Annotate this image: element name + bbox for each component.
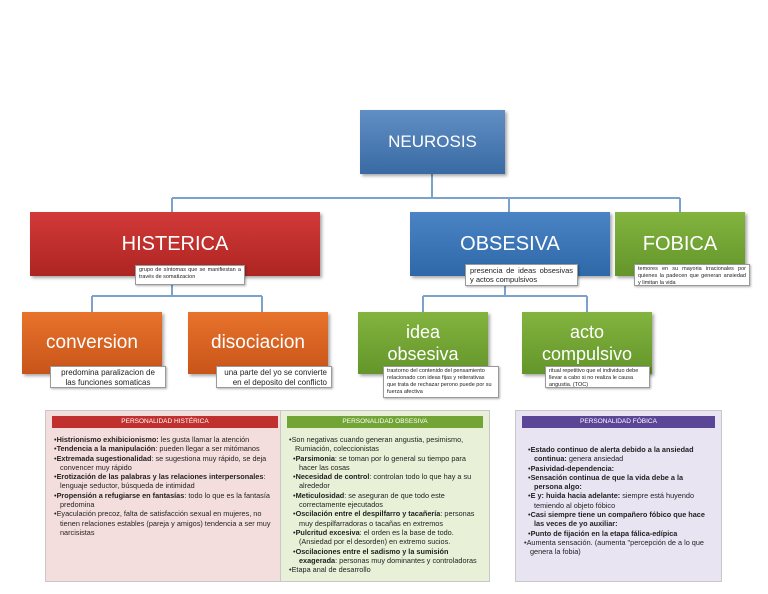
panel-histerica-item: Propensión a refugiarse en fantasías: to…	[54, 491, 276, 510]
conversion-note: predomina paralizacion de las funciones …	[50, 366, 166, 388]
panel-obsesiva-item: Meticulosidad: se aseguran de que todo e…	[289, 491, 481, 510]
obsesiva-label: OBSESIVA	[460, 232, 560, 255]
acto-compulsivo-label: acto compulsivo	[541, 322, 633, 364]
panel-fobica: PERSONALIDAD FÓBICA Estado continuo de a…	[515, 410, 722, 582]
panel-histerica-item: Eyaculación precoz, falta de satisfacció…	[54, 509, 276, 537]
panel-obsesiva-item: Oscilación entre el despilfarro y tacañe…	[289, 509, 481, 528]
panel-fobica-title: PERSONALIDAD FÓBICA	[522, 416, 715, 428]
panel-fobica-item: Sensación continua de que la vida debe a…	[524, 473, 713, 492]
histerica-note: grupo de síntomas que se manifiestan a t…	[135, 265, 245, 285]
panel-fobica-item: Aumenta sensación. (aumenta "percepción …	[524, 538, 713, 557]
idea-obsesiva-note: trastorno del contenido del pensamiento …	[383, 366, 499, 398]
panel-histerica-item: Erotización de las palabras y las relaci…	[54, 472, 276, 491]
panel-histerica-list: Histrionismo exhibicionismo: les gusta l…	[54, 435, 276, 537]
panel-fobica-item: Pasividad-dependencia:	[524, 464, 713, 473]
disociacion-node: disociacion	[188, 312, 328, 374]
panel-histerica-item: Histrionismo exhibicionismo: les gusta l…	[54, 435, 276, 444]
panel-obsesiva-list: Son negativas cuando generan angustia, p…	[289, 435, 481, 574]
panel-obsesiva-item: Son negativas cuando generan angustia, p…	[289, 435, 481, 454]
panel-fobica-list: Estado continuo de alerta debido a la an…	[524, 445, 713, 557]
panel-histerica-title: PERSONALIDAD HISTÉRICA	[52, 416, 278, 428]
neurosis-label: NEUROSIS	[388, 132, 477, 151]
disociacion-label: disociacion	[211, 332, 305, 353]
panel-obsesiva-item: Pulcritud excesiva: el orden es la base …	[289, 528, 481, 547]
panel-histerica: PERSONALIDAD HISTÉRICA Histrionismo exhi…	[45, 410, 285, 582]
fobica-note: temores en su mayoria irracionales por q…	[634, 264, 750, 286]
panel-obsesiva-item: Oscilaciones entre el sadismo y la sumis…	[289, 547, 481, 566]
panel-obsesiva: PERSONALIDAD OBSESIVA Son negativas cuan…	[280, 410, 490, 582]
panel-obsesiva-item: Necesidad de control: controlan todo lo …	[289, 472, 481, 491]
panel-obsesiva-title: PERSONALIDAD OBSESIVA	[287, 416, 483, 428]
panel-obsesiva-item: Parsimonia: se toman por lo general su t…	[289, 454, 481, 473]
panel-fobica-item: Casi siempre tiene un compañero fóbico q…	[524, 510, 713, 529]
acto-compulsivo-node: acto compulsivo	[522, 312, 652, 374]
panel-obsesiva-item: Etapa anal de desarrollo	[289, 565, 481, 574]
panel-fobica-item: Estado continuo de alerta debido a la an…	[524, 445, 713, 464]
neurosis-node: NEUROSIS	[360, 110, 505, 174]
panel-histerica-item: Extremada sugestionalidad: se sugestiona…	[54, 454, 276, 473]
obsesiva-note: presencia de ideas obsesivas y actos com…	[465, 264, 578, 286]
panel-fobica-item: E y: huida hacia adelante: siempre está …	[524, 491, 713, 510]
idea-obsesiva-label: idea obsesiva	[387, 322, 459, 364]
idea-obsesiva-node: idea obsesiva	[358, 312, 488, 374]
conversion-node: conversion	[22, 312, 162, 374]
acto-compulsivo-note: ritual repetitivo que el individuo debe …	[545, 366, 650, 388]
fobica-label: FOBICA	[642, 233, 718, 255]
histerica-label: HISTERICA	[121, 232, 229, 255]
conversion-label: conversion	[46, 332, 138, 353]
disociacion-note: una parte del yo se convierte en el depo…	[216, 366, 332, 388]
panel-fobica-item: Punto de fijación en la etapa fálica-edí…	[524, 529, 713, 538]
panel-histerica-item: Tendencia a la manipulación: pueden lleg…	[54, 444, 276, 453]
